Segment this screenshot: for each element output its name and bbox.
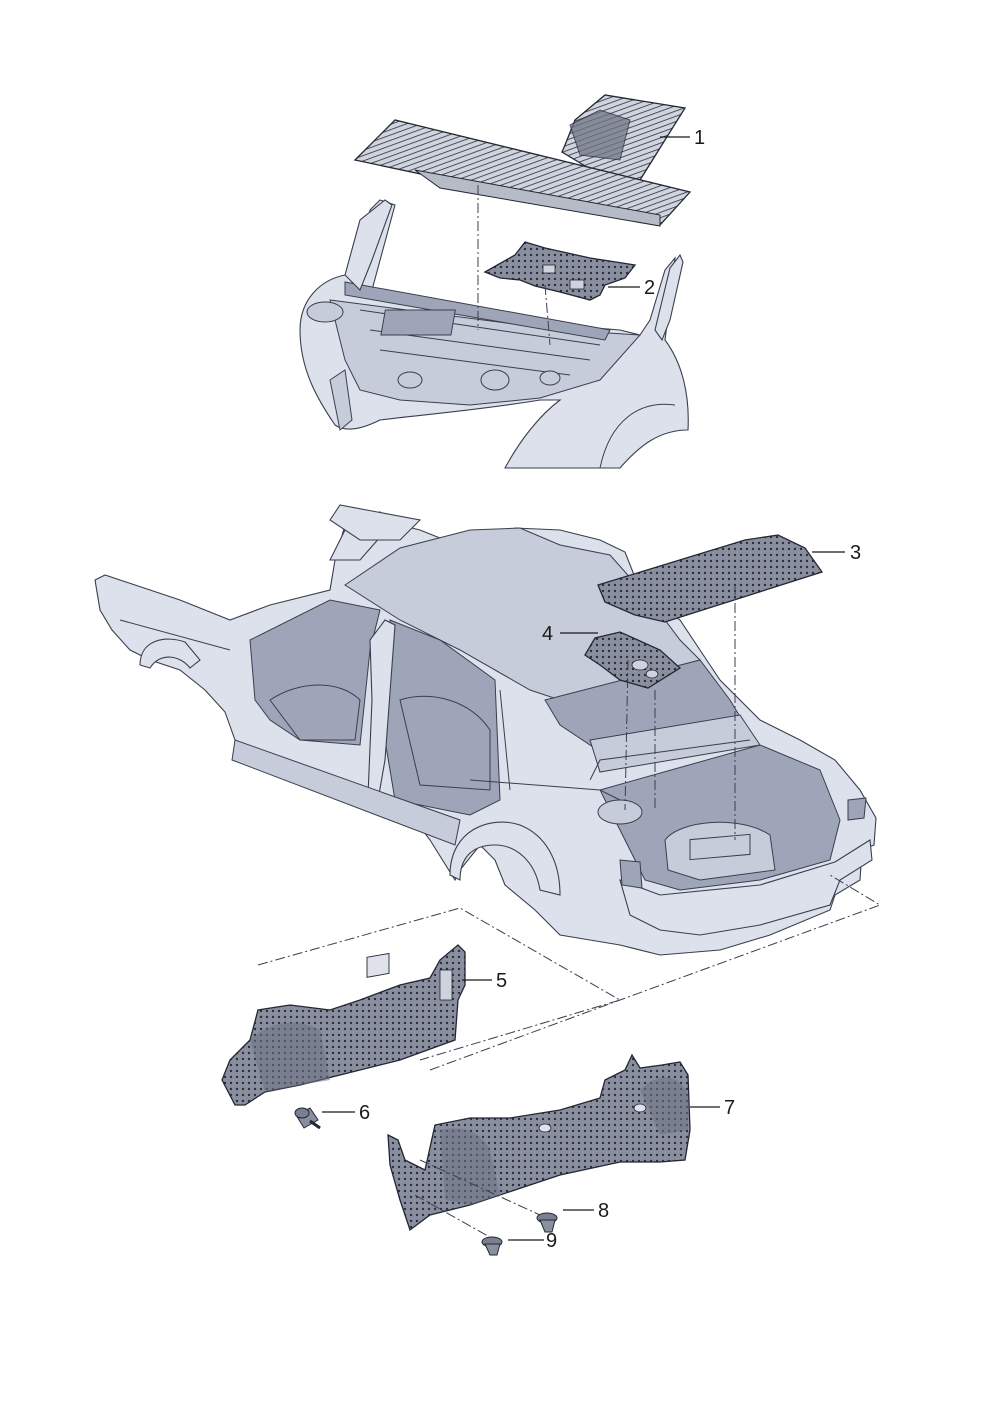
part-8-clip (536, 1212, 558, 1233)
part-9-clip (481, 1236, 503, 1256)
part-3-trunk-mat (597, 534, 824, 623)
drop-line (419, 1159, 541, 1216)
drop-line (624, 659, 629, 811)
callout-label-7: 7 (724, 1097, 735, 1119)
callout-label-3: 3 (850, 542, 861, 564)
callout-label-9: 9 (546, 1230, 557, 1252)
projection-plane (257, 907, 622, 1061)
part-2-firewall-mat (483, 241, 637, 301)
firewall-body-section (299, 199, 689, 469)
callout-label-4: 4 (542, 623, 553, 645)
callout-7: 7 (690, 1097, 735, 1119)
callout-3: 3 (812, 542, 861, 564)
callout-8: 8 (563, 1200, 609, 1222)
callout-label-8: 8 (598, 1200, 609, 1222)
callout-4: 4 (542, 623, 598, 645)
callout-5: 5 (462, 970, 507, 992)
projection-plane (429, 874, 882, 1071)
part-4-insulation-piece (584, 631, 682, 689)
callout-label-6: 6 (359, 1102, 370, 1124)
callout-label-2: 2 (644, 277, 655, 299)
callout-9: 9 (508, 1230, 557, 1252)
callout-label-5: 5 (496, 970, 507, 992)
part-7-underbody-shield-right (387, 1053, 691, 1232)
callout-2: 2 (608, 277, 655, 299)
part-5-underbody-shield-left (221, 944, 466, 1106)
callout-label-1: 1 (694, 127, 705, 149)
callout-1: 1 (660, 127, 705, 149)
part-1-cowl-cover (561, 94, 687, 181)
callout-6: 6 (322, 1102, 370, 1124)
cowl-strip (353, 119, 692, 227)
drop-line (414, 1194, 496, 1241)
drop-line (544, 284, 551, 346)
part-6-screw (294, 1107, 321, 1130)
